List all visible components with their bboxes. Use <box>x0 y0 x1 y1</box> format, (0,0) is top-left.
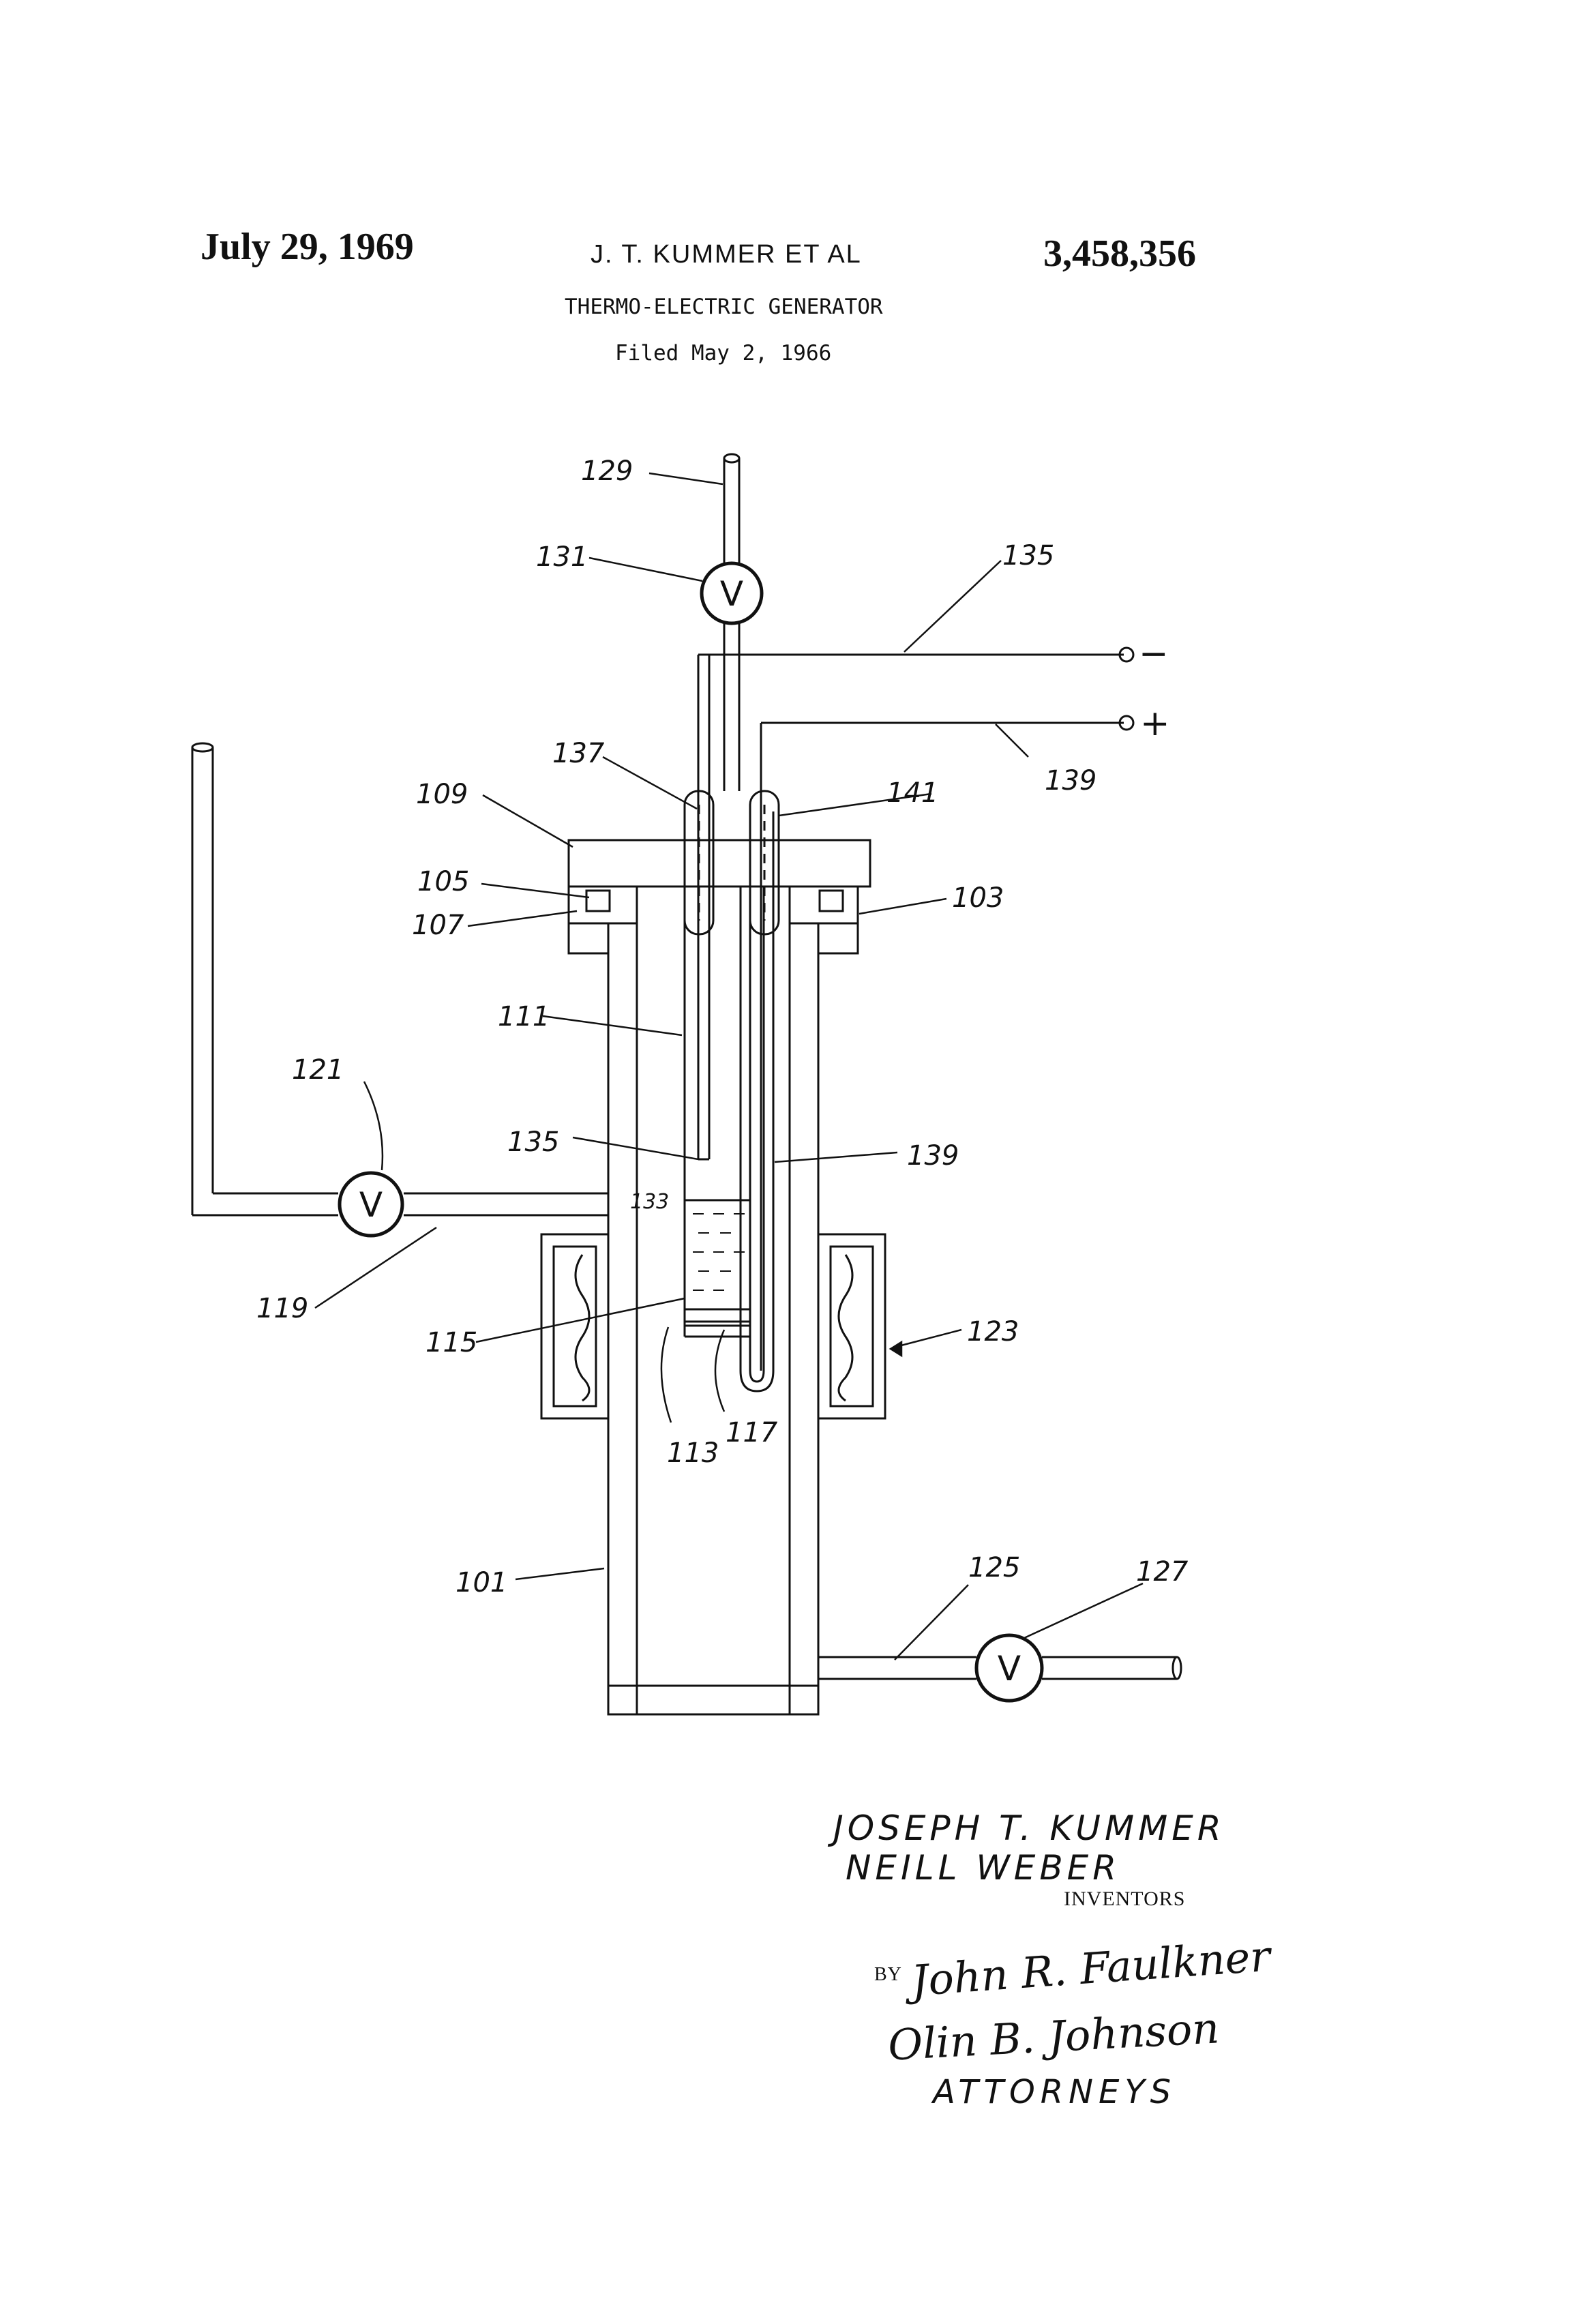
valve-131-symbol: V <box>720 574 743 614</box>
ref-123: 123 <box>967 1316 1019 1347</box>
attorneys-caption: ATTORNEYS <box>933 2073 1177 2111</box>
ref-115: 115 <box>426 1327 477 1358</box>
insulator-141 <box>749 790 780 936</box>
insulator-137 <box>683 790 715 936</box>
patent-number: 3,458,356 <box>1043 233 1196 275</box>
leader-lines <box>314 472 1144 1660</box>
ref-119: 119 <box>256 1293 308 1324</box>
filed-date: Filed May 2, 1966 <box>615 341 832 366</box>
ref-103: 103 <box>952 882 1004 914</box>
terminal-positive <box>1118 715 1135 731</box>
ref-111: 111 <box>498 1001 550 1032</box>
inventor-short: J. T. KUMMER ET AL <box>591 240 862 269</box>
ref-129: 129 <box>581 456 633 487</box>
ref-125: 125 <box>968 1552 1020 1583</box>
ref-121: 121 <box>292 1054 344 1086</box>
inventor-name-1: JOSEPH T. KUMMER <box>833 1808 1225 1848</box>
patent-date: July 29, 1969 <box>200 226 414 268</box>
ref-131: 131 <box>536 541 588 573</box>
terminal-negative-symbol: − <box>1139 634 1169 674</box>
ref-109: 109 <box>416 779 468 810</box>
ref-107: 107 <box>412 910 464 941</box>
ref-101: 101 <box>456 1567 507 1598</box>
cover-plate-109 <box>567 839 871 888</box>
patent-title: THERMO-ELECTRIC GENERATOR <box>565 295 883 319</box>
inlet-pipe-129 <box>723 453 741 791</box>
vessel-101 <box>567 885 859 1716</box>
ref-127: 127 <box>1136 1556 1189 1588</box>
valve-icon: V <box>700 561 764 625</box>
valve-icon: V <box>974 1633 1044 1703</box>
electrode-lead-139 <box>739 721 1124 1392</box>
ref-137: 137 <box>552 738 605 769</box>
ref-117: 117 <box>726 1417 778 1448</box>
valve-icon: V <box>338 1171 404 1238</box>
by-label: BY <box>874 1964 902 1985</box>
ref-105: 105 <box>417 866 469 897</box>
terminal-negative <box>1118 646 1135 663</box>
inventors-caption: INVENTORS <box>1064 1888 1186 1910</box>
inventor-name-2: NEILL WEBER <box>846 1848 1121 1888</box>
sealing-ring-icon <box>585 889 844 912</box>
ref-141: 141 <box>886 777 938 809</box>
terminal-positive-symbol: + <box>1140 703 1170 744</box>
valve-121-symbol: V <box>359 1185 383 1225</box>
ref-135-top: 135 <box>1002 540 1054 571</box>
pipe-119 <box>191 742 608 1217</box>
ref-133: 133 <box>630 1190 669 1214</box>
ref-135-inner: 135 <box>507 1127 559 1158</box>
ref-113: 113 <box>667 1437 719 1469</box>
ref-139-inner: 139 <box>907 1140 959 1172</box>
electrode-lead-135 <box>697 653 1124 1161</box>
valve-127-symbol: V <box>998 1649 1021 1688</box>
ref-139-top: 139 <box>1045 765 1096 796</box>
